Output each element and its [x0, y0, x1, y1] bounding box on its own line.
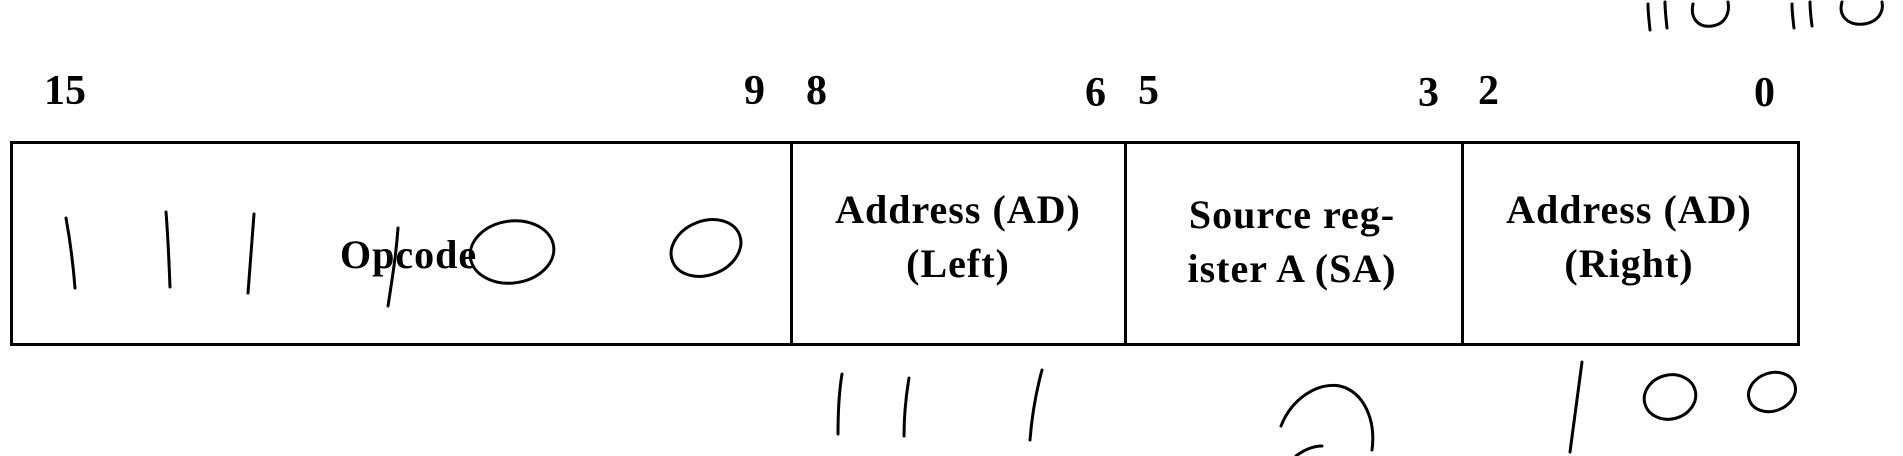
handwritten-source-register-bits — [1279, 383, 1375, 456]
handwritten-zero — [1642, 373, 1698, 421]
handwritten-zero — [669, 218, 743, 278]
handwritten-one — [836, 372, 844, 436]
field-source-register-label: Source reg- ister A (SA) — [1187, 192, 1397, 291]
field-divider-address-left — [1124, 144, 1127, 343]
handwritten-one — [1790, 2, 1796, 30]
handwritten-one — [1646, 2, 1652, 32]
handwritten-address-left-bits — [836, 368, 1044, 442]
field-divider-opcode — [790, 144, 793, 343]
bit-number-6: 6 — [1085, 70, 1106, 116]
bit-number-9: 9 — [744, 68, 765, 114]
handwritten-one — [1663, 0, 1669, 30]
handwritten-one — [1028, 368, 1044, 442]
handwritten-address-right-bits — [1568, 360, 1797, 454]
handwritten-one — [246, 212, 256, 295]
bit-number-15: 15 — [44, 68, 86, 114]
handwritten-one — [1568, 360, 1584, 454]
field-address-left-label: Address (AD) (Left) — [835, 187, 1081, 286]
handwritten-one — [1808, 0, 1814, 28]
field-divider-source-register — [1461, 144, 1464, 343]
handwritten-zero — [1747, 370, 1797, 414]
handwritten-one — [64, 216, 77, 290]
handwritten-one — [164, 210, 172, 289]
handwritten-scribble — [1279, 383, 1375, 452]
handwritten-corner-marks — [1646, 0, 1884, 32]
handwritten-zero — [1690, 0, 1730, 28]
bit-number-8: 8 — [806, 68, 827, 114]
handwritten-opcode-bits — [64, 210, 743, 308]
handwritten-zero — [1839, 0, 1884, 26]
bit-number-0: 0 — [1754, 70, 1775, 116]
bit-number-3: 3 — [1418, 70, 1439, 116]
handwritten-zero — [468, 219, 556, 285]
handwritten-scribble — [1294, 444, 1324, 456]
handwritten-one — [902, 376, 911, 438]
handwritten-strike — [386, 226, 400, 308]
bit-number-5: 5 — [1138, 68, 1159, 114]
field-address-right-label: Address (AD) (Right) — [1506, 187, 1752, 286]
field-opcode-label: Opcode — [340, 232, 478, 277]
instruction-word-box — [10, 141, 1800, 346]
bit-number-2: 2 — [1478, 68, 1499, 114]
